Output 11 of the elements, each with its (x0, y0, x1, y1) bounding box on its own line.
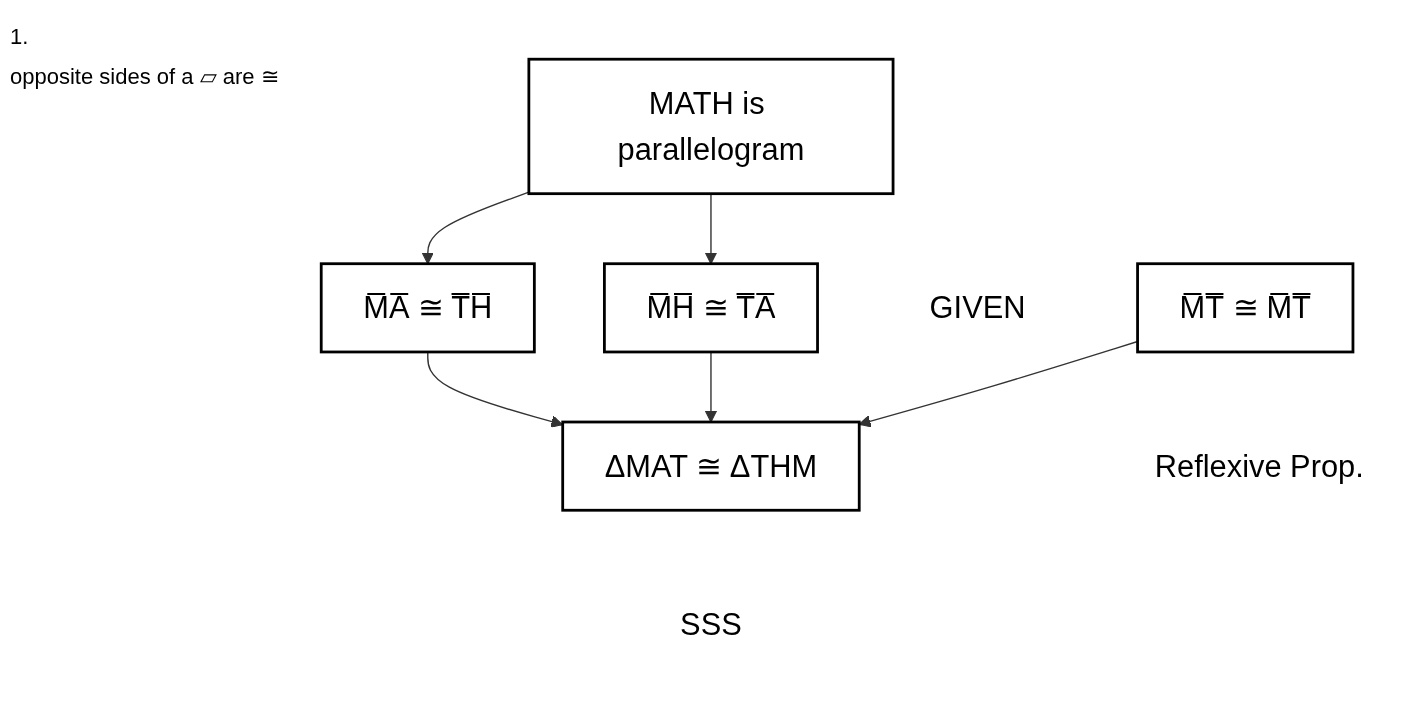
node-label: Reflexive Prop. (1154, 448, 1364, 484)
note-text: 1. (10, 24, 30, 50)
node-box: M̅T̅ ≅ M̅T̅ (1136, 261, 1355, 353)
node-box: MATH is parallelogram (527, 57, 895, 195)
node-label: SSS (680, 606, 742, 642)
node-box: M̅A̅ ≅ T̅H̅ (319, 261, 536, 353)
node-box: M̅H̅ ≅ T̅A̅ (603, 261, 819, 353)
node-label: GIVEN (929, 289, 1026, 325)
node-box: ΔMAT ≅ ΔTHM (561, 420, 861, 512)
arrow (421, 191, 530, 264)
note-text: opposite sides of a ▱ are ≅ (10, 64, 280, 90)
